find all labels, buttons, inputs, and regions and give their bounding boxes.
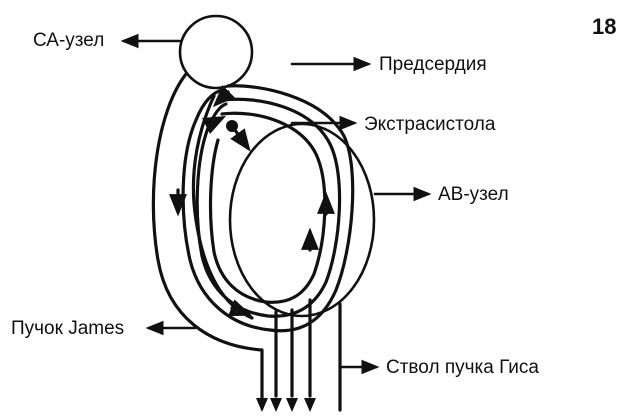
page-number: 18 xyxy=(592,16,616,38)
loop-4 xyxy=(193,96,252,318)
label-extrasystole: Экстрасистола xyxy=(364,115,495,134)
loop-3 xyxy=(211,113,325,302)
label-his-trunk: Ствол пучка Гиса xyxy=(386,358,539,377)
his-arrowhead-3 xyxy=(286,398,298,412)
his-arrowhead-2 xyxy=(270,398,282,412)
label-james-bundle: Пучок James xyxy=(11,319,124,338)
label-atria: Предсердия xyxy=(379,55,487,74)
his-arrowhead-4 xyxy=(304,398,316,412)
loop-2 xyxy=(197,99,339,316)
label-av-node: АВ-узел xyxy=(438,185,509,204)
label-sa-node: СА-узел xyxy=(33,31,104,50)
his-arrowhead-1 xyxy=(256,398,268,412)
sa-node-circle xyxy=(180,16,252,88)
extrasystole-path xyxy=(232,126,248,148)
reentry-arrow-top xyxy=(216,92,228,104)
james-bundle-fiber xyxy=(153,74,262,408)
